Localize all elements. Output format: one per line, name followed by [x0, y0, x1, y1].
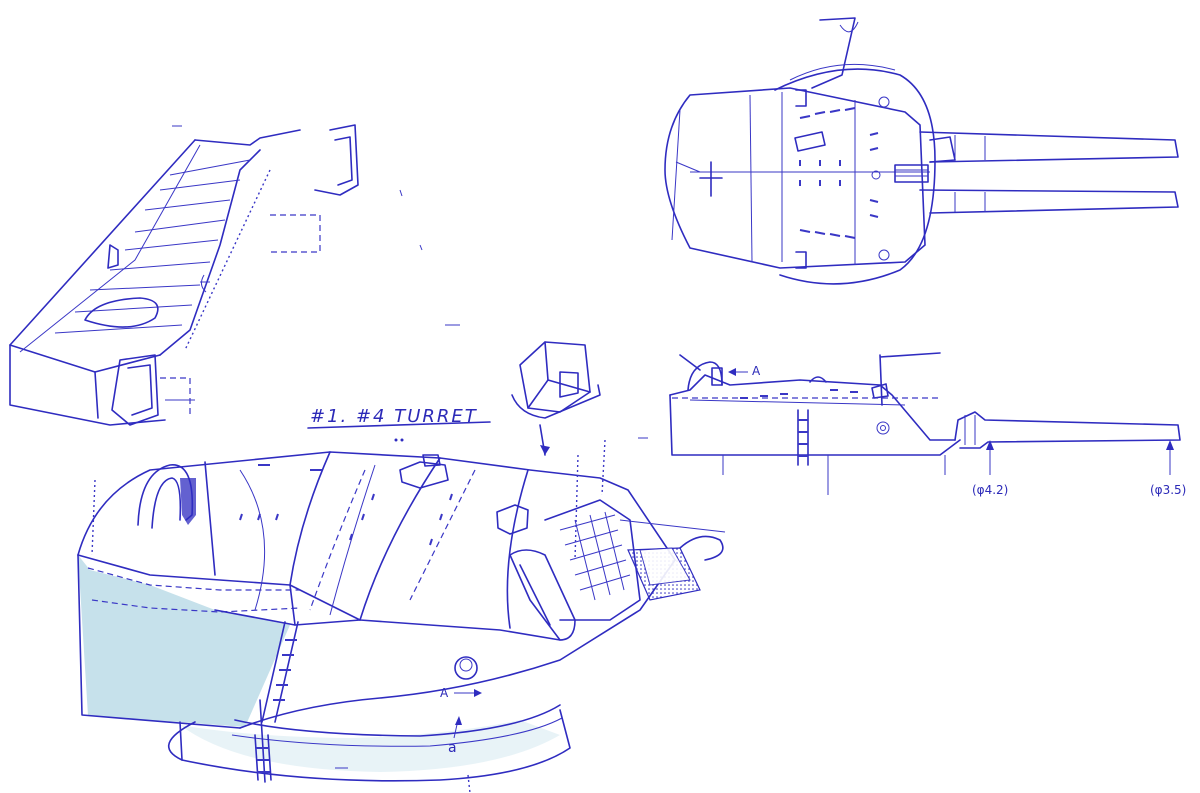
turret-perspective-drawing [77, 439, 726, 783]
periscope-icon [180, 478, 196, 525]
diameter-left-label: (φ4.2) [972, 483, 1008, 497]
section-a-label: a [448, 740, 457, 756]
turret-title: #1. #4 TURRET [307, 406, 491, 442]
turret-label: #1. #4 TURRET [310, 406, 478, 427]
stray-marks [172, 125, 648, 793]
hood-detail-drawing [511, 341, 601, 456]
roof-perspective-drawing [9, 124, 359, 426]
plan-view-drawing [664, 17, 1179, 285]
turret-annotations: A a [440, 686, 482, 756]
diameter-right-label: (φ3.5) [1150, 483, 1186, 497]
side-elevation-drawing: (φ4.2) (φ3.5) A [669, 352, 1186, 497]
arrow-a-label: A [440, 686, 449, 700]
section-arrow-a-label: A [752, 364, 761, 378]
turret-side-shading [78, 555, 290, 727]
